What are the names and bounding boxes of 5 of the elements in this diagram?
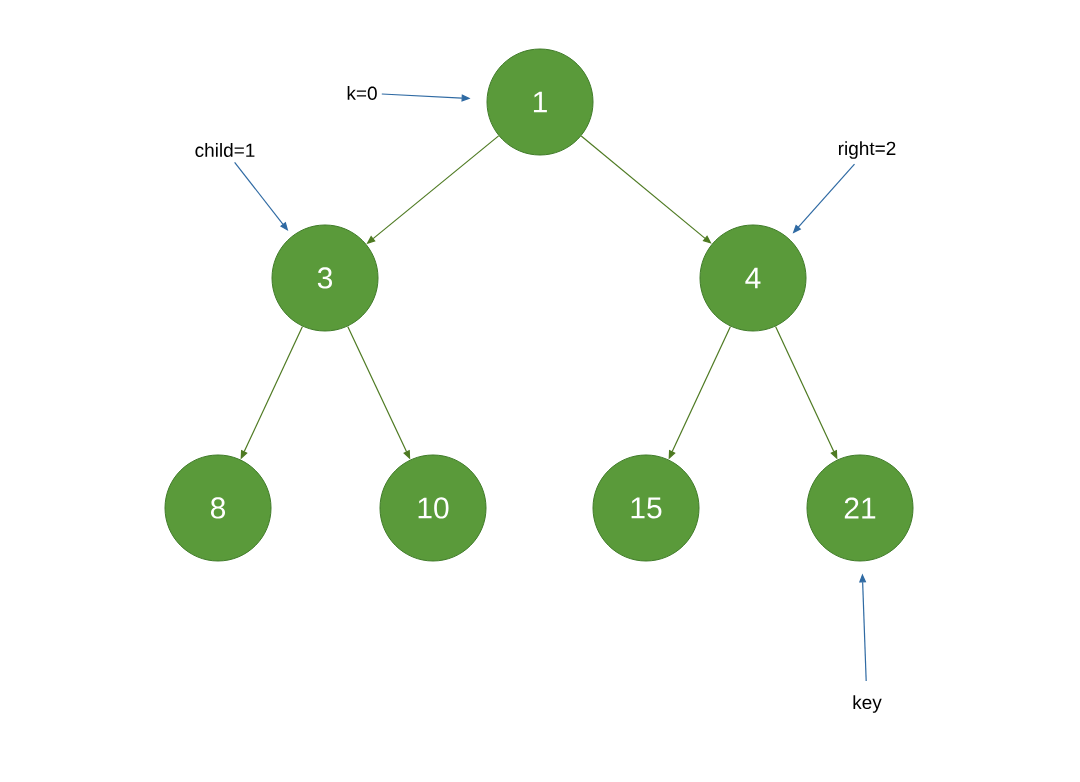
pointer-label: k=0: [347, 86, 377, 100]
arrow: [580, 135, 712, 244]
pointer-label: child=1: [195, 143, 255, 157]
pointer-label: key: [853, 695, 882, 713]
pointer-label: right=2: [838, 141, 896, 159]
